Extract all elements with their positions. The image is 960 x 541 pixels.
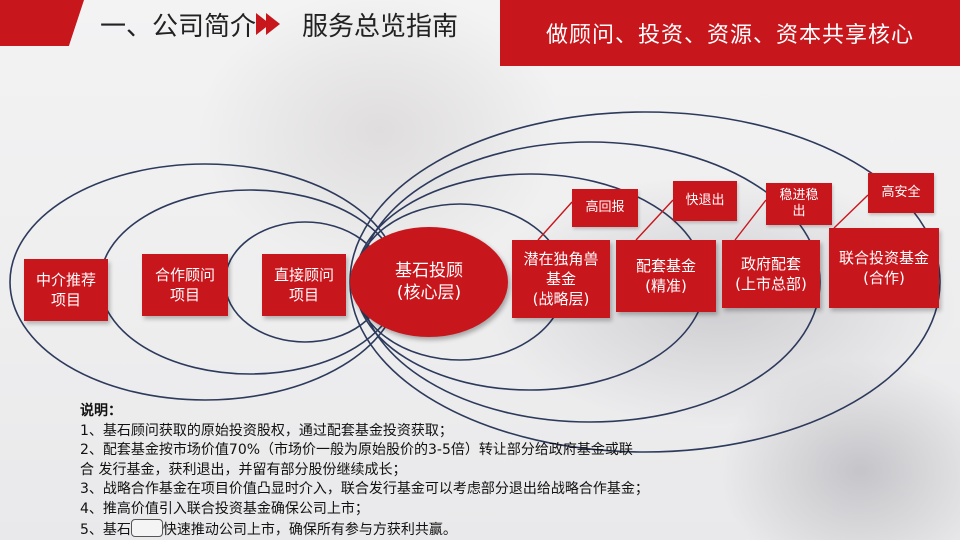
connector-3 bbox=[734, 199, 767, 241]
box-matching-fund: 配套基金 (精准) bbox=[616, 240, 716, 312]
notes-line-6: 5、基石 快速推动公司上市，确保所有参与方获利共赢。 bbox=[80, 519, 780, 541]
box-joint-investment-fund: 联合投资基金 (合作) bbox=[829, 228, 939, 308]
box-label: 联合投资基金 (合作) bbox=[838, 249, 929, 287]
tag-label: 稳进稳 出 bbox=[779, 188, 819, 219]
box-intermediary-projects: 中介推荐 项目 bbox=[24, 259, 108, 321]
header-banner: 做顾问、投资、资源、资本共享核心 bbox=[500, 0, 960, 66]
tag-label: 快退出 bbox=[685, 193, 725, 208]
redacted-box bbox=[130, 519, 163, 537]
box-label-line2: 项目 bbox=[169, 286, 200, 304]
tag-label: 高安全 bbox=[881, 185, 921, 200]
core-label-line2: (核心层) bbox=[396, 283, 462, 303]
box-label: 配套基金 (精准) bbox=[635, 257, 696, 295]
box-label-line1: 合作顾问 bbox=[154, 266, 215, 284]
notes-line-1: 1、基石顾问获取的原始投资股权，通过配套基金投资获取； bbox=[80, 422, 453, 439]
tag-label: 高回报 bbox=[585, 200, 625, 215]
section-title: 一、公司简介 bbox=[100, 11, 257, 42]
box-unicorn-fund: 潜在独角兽 基金 (战略层) bbox=[512, 240, 610, 318]
box-label-line1: 中介推荐 bbox=[35, 271, 96, 289]
notes-line-6-suffix: 快速推动公司上市，确保所有参与方获利共赢。 bbox=[162, 522, 457, 538]
box-label-line1: 直接顾问 bbox=[273, 266, 334, 284]
notes-line-5: 4、推高价值引入联合投资基金确保公司上市； bbox=[80, 500, 369, 517]
connector-1 bbox=[537, 201, 573, 241]
connector-4 bbox=[833, 194, 869, 229]
tag-quick-exit: 快退出 bbox=[673, 181, 737, 221]
box-label-line2: 项目 bbox=[50, 291, 81, 309]
sub-title: 服务总览指南 bbox=[302, 11, 459, 42]
tag-high-safety: 高安全 bbox=[868, 173, 934, 213]
box-direct-advisory-projects: 直接顾问 项目 bbox=[262, 254, 346, 316]
core-label-line1: 基石投顾 bbox=[395, 261, 463, 281]
notes-line-2: 2、配套基金按市场价值70%（市场价一般为原始股价的3-5倍）转让部分给政府基金… bbox=[80, 442, 633, 458]
notes-section: 说明： 1、基石顾问获取的原始投资股权，通过配套基金投资获取； 2、配套基金按市… bbox=[80, 402, 780, 541]
box-label-line2: 项目 bbox=[288, 286, 319, 304]
notes-line-6-prefix: 5、基石 bbox=[80, 522, 131, 538]
box-government-fund: 政府配套 (上市总部) bbox=[722, 240, 820, 308]
box-label: 潜在独角兽 基金 (战略层) bbox=[523, 250, 599, 308]
notes-line-4: 3、战略合作基金在项目价值凸显时介入，联合发行基金可以考虑部分退出给战略合作基金… bbox=[80, 481, 649, 497]
header-accent-bar bbox=[0, 0, 84, 46]
notes-heading: 说明： bbox=[80, 403, 122, 419]
tag-connectors bbox=[537, 194, 869, 241]
banner-text: 做顾问、投资、资源、资本共享核心 bbox=[545, 23, 914, 48]
box-label: 政府配套 (上市总部) bbox=[735, 255, 807, 293]
core-advisory-node: 基石投顾 (核心层) bbox=[350, 227, 508, 337]
tag-steady: 稳进稳 出 bbox=[766, 183, 832, 225]
double-chevron-icon bbox=[256, 13, 292, 35]
connector-2 bbox=[635, 199, 674, 241]
tag-high-return: 高回报 bbox=[572, 189, 638, 227]
notes-line-3: 合 发行基金，获利退出，并留有部分股份继续成长； bbox=[80, 461, 407, 478]
page-title: 一、公司简介 服务总览指南 bbox=[100, 6, 458, 42]
box-cooperative-advisory-projects: 合作顾问 项目 bbox=[142, 254, 228, 316]
